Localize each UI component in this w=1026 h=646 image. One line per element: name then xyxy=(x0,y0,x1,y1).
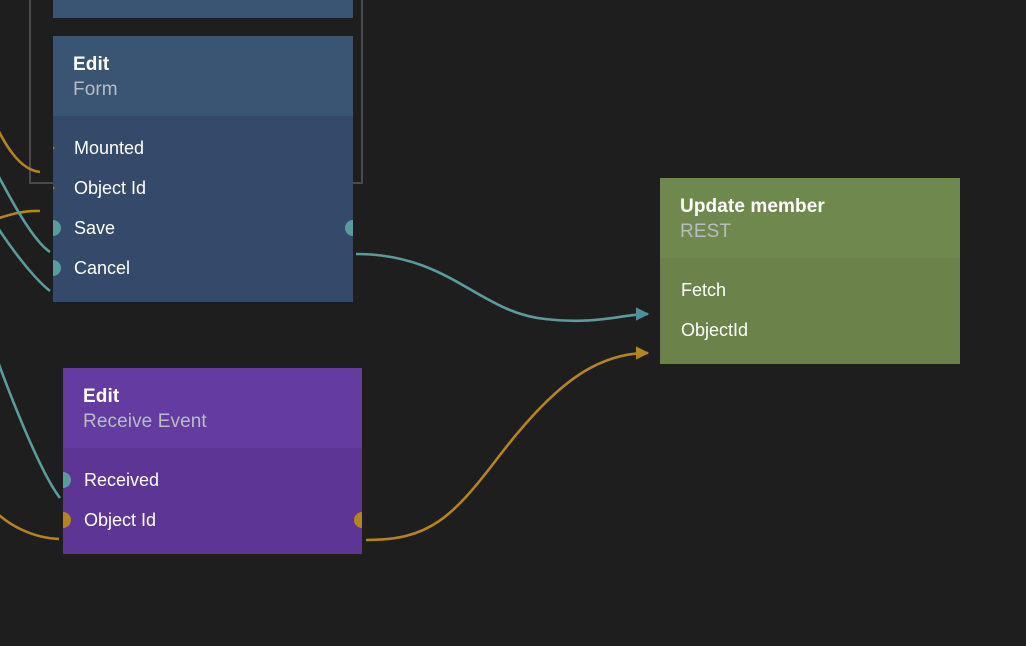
port-label: ObjectId xyxy=(681,319,749,340)
node-update-member-body: Fetch ObjectId xyxy=(660,257,960,364)
port-label: Save xyxy=(74,217,116,238)
edge-incoming-save xyxy=(0,176,51,254)
node-title: Update member xyxy=(680,196,825,217)
edge-incoming-cancel xyxy=(0,228,51,293)
node-title: Edit xyxy=(73,54,110,75)
port-label: Received xyxy=(84,469,160,490)
node-edit-form[interactable]: Edit Form Mounted Object Id Save Cancel xyxy=(53,36,353,302)
port-label: Fetch xyxy=(681,279,727,300)
node-edit-form-body: Mounted Object Id Save Cancel xyxy=(53,115,353,302)
input-arrow-icon[interactable] xyxy=(53,138,55,157)
node-partial-top-header xyxy=(53,0,353,18)
port-label: Object Id xyxy=(84,509,157,530)
port-row-mounted[interactable]: Mounted xyxy=(53,128,353,168)
port-label: Cancel xyxy=(74,257,131,278)
input-port-dot[interactable] xyxy=(63,511,71,528)
node-edit-receive-event-body: Received Object Id xyxy=(63,447,362,554)
edge-incoming-mounted xyxy=(0,130,41,174)
node-edit-form-header: Edit Form xyxy=(53,36,353,116)
output-port-dot[interactable] xyxy=(354,511,362,528)
input-arrow-icon[interactable] xyxy=(53,178,55,197)
port-label: Mounted xyxy=(74,137,145,158)
edge-incoming-received xyxy=(0,363,62,499)
node-edit-receive-event-header: Edit Receive Event xyxy=(63,368,362,448)
port-row-cancel[interactable]: Cancel xyxy=(53,248,353,288)
port-row-fetch[interactable]: Fetch xyxy=(660,270,960,310)
edge-objectid-to-objectid xyxy=(365,346,650,542)
port-label: Object Id xyxy=(74,177,147,198)
node-update-member[interactable]: Update member REST Fetch ObjectId xyxy=(660,178,960,364)
port-row-object-id[interactable]: Object Id xyxy=(63,500,362,540)
port-row-object-id[interactable]: Object Id xyxy=(53,168,353,208)
node-subtitle: REST xyxy=(680,220,732,242)
node-partial-top[interactable] xyxy=(53,0,353,18)
input-port-dot[interactable] xyxy=(53,219,61,236)
node-title: Edit xyxy=(83,386,120,407)
edge-incoming-objectid xyxy=(0,209,41,220)
port-row-objectid[interactable]: ObjectId xyxy=(660,310,960,350)
node-edit-receive-event[interactable]: Edit Receive Event Received Object Id xyxy=(63,368,362,554)
node-subtitle: Form xyxy=(73,78,118,100)
port-row-save[interactable]: Save xyxy=(53,208,353,248)
node-subtitle: Receive Event xyxy=(83,410,207,432)
port-row-received[interactable]: Received xyxy=(63,460,362,500)
input-port-dot[interactable] xyxy=(53,259,61,276)
node-update-member-header: Update member REST xyxy=(660,178,960,258)
input-port-dot[interactable] xyxy=(63,471,71,488)
edge-incoming-receive-objectid xyxy=(0,514,60,541)
output-port-dot[interactable] xyxy=(345,219,353,236)
edge-save-to-fetch xyxy=(355,252,650,323)
